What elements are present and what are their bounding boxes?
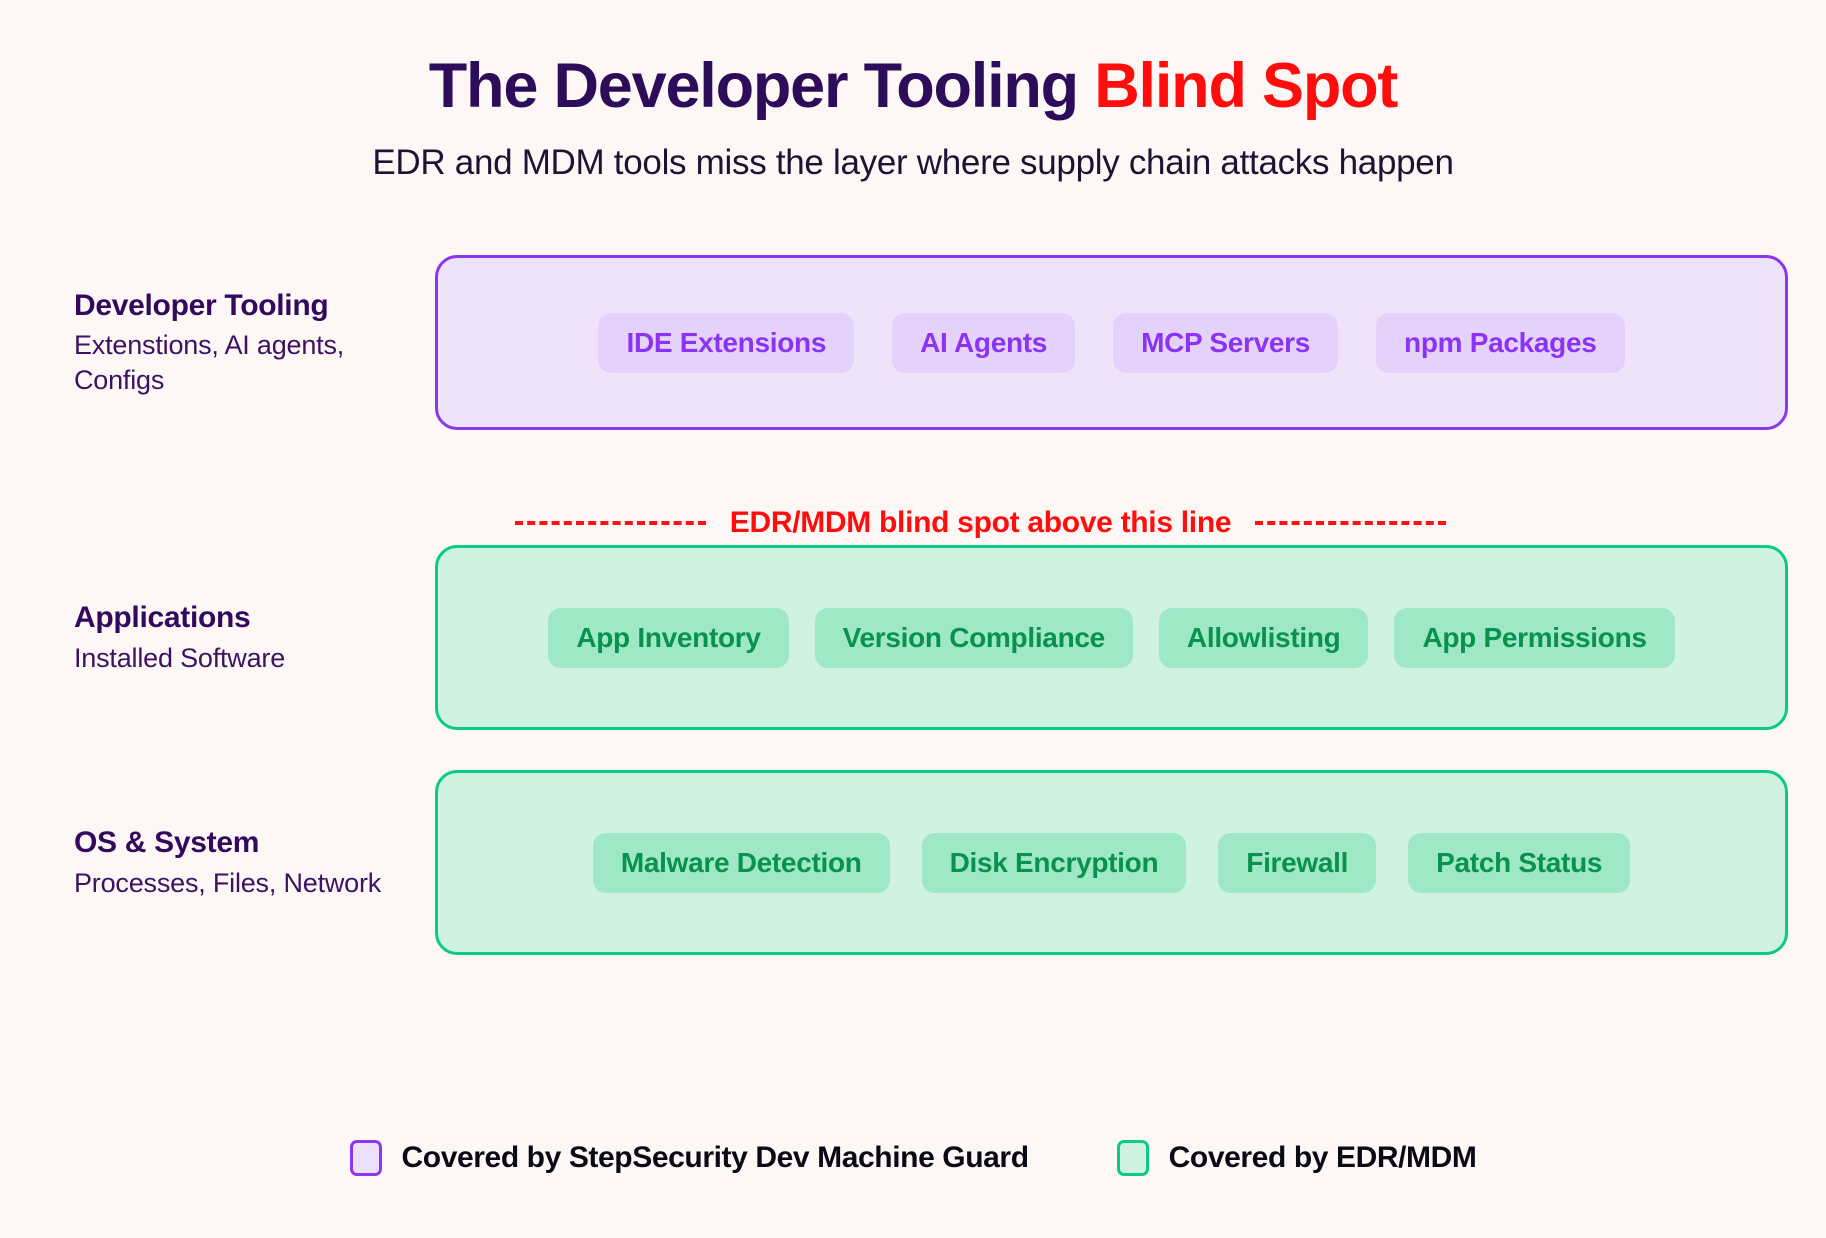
page-title: The Developer Tooling Blind Spot <box>0 51 1826 121</box>
dashed-line-right <box>1255 521 1446 525</box>
layer-subtitle-applications: Installed Software <box>74 642 286 673</box>
layer-box-developer-tooling: IDE Extensions AI Agents MCP Servers npm… <box>435 255 1788 430</box>
page-title-accent: Blind Spot <box>1094 51 1398 121</box>
header: The Developer Tooling Blind Spot EDR and… <box>0 0 1826 183</box>
legend-swatch-purple-icon <box>349 1140 382 1176</box>
chip-version-compliance[interactable]: Version Compliance <box>814 607 1133 668</box>
blind-spot-divider: EDR/MDM blind spot above this line <box>0 497 1826 549</box>
legend-label-stepsecurity: Covered by StepSecurity Dev Machine Guar… <box>401 1141 1030 1174</box>
page-subtitle: EDR and MDM tools miss the layer where s… <box>372 143 1454 183</box>
chip-malware-detection[interactable]: Malware Detection <box>592 832 890 893</box>
layer-box-applications: App Inventory Version Compliance Allowli… <box>435 545 1788 730</box>
layer-label-applications: Applications Installed Software <box>0 599 435 676</box>
layer-title-applications: Applications <box>74 601 251 635</box>
page-title-main: The Developer Tooling <box>428 51 1095 121</box>
chip-firewall[interactable]: Firewall <box>1218 832 1377 893</box>
layer-subtitle-os-system: Processes, Files, Network <box>74 867 382 898</box>
legend-item-stepsecurity: Covered by StepSecurity Dev Machine Guar… <box>349 1140 1030 1176</box>
layer-subtitle-developer-tooling: Extenstions, AI agents, Configs <box>74 330 345 396</box>
legend-label-edr-mdm: Covered by EDR/MDM <box>1168 1141 1477 1174</box>
chip-ide-extensions[interactable]: IDE Extensions <box>598 312 855 373</box>
legend-item-edr-mdm: Covered by EDR/MDM <box>1116 1140 1477 1176</box>
chip-npm-packages[interactable]: npm Packages <box>1376 312 1625 373</box>
layer-title-os-system: OS & System <box>74 826 260 860</box>
chip-mcp-servers[interactable]: MCP Servers <box>1113 312 1339 373</box>
dashed-line-left <box>515 521 706 525</box>
layer-box-os-system: Malware Detection Disk Encryption Firewa… <box>435 770 1788 955</box>
layer-row-developer-tooling: Developer Tooling Extenstions, AI agents… <box>0 255 1826 430</box>
chip-allowlisting[interactable]: Allowlisting <box>1158 607 1369 668</box>
chip-disk-encryption[interactable]: Disk Encryption <box>921 832 1187 893</box>
layer-row-applications: Applications Installed Software App Inve… <box>0 545 1826 730</box>
chip-app-permissions[interactable]: App Permissions <box>1394 607 1675 668</box>
layer-row-os-system: OS & System Processes, Files, Network Ma… <box>0 770 1826 955</box>
layer-label-developer-tooling: Developer Tooling Extenstions, AI agents… <box>0 287 435 399</box>
chip-patch-status[interactable]: Patch Status <box>1408 832 1631 893</box>
layer-label-os-system: OS & System Processes, Files, Network <box>0 824 435 901</box>
chip-app-inventory[interactable]: App Inventory <box>548 607 789 668</box>
blind-spot-label: EDR/MDM blind spot above this line <box>729 506 1232 539</box>
legend-swatch-green-icon <box>1116 1140 1149 1176</box>
legend: Covered by StepSecurity Dev Machine Guar… <box>0 1140 1826 1176</box>
layer-title-developer-tooling: Developer Tooling <box>74 288 329 322</box>
chip-ai-agents[interactable]: AI Agents <box>892 312 1076 373</box>
